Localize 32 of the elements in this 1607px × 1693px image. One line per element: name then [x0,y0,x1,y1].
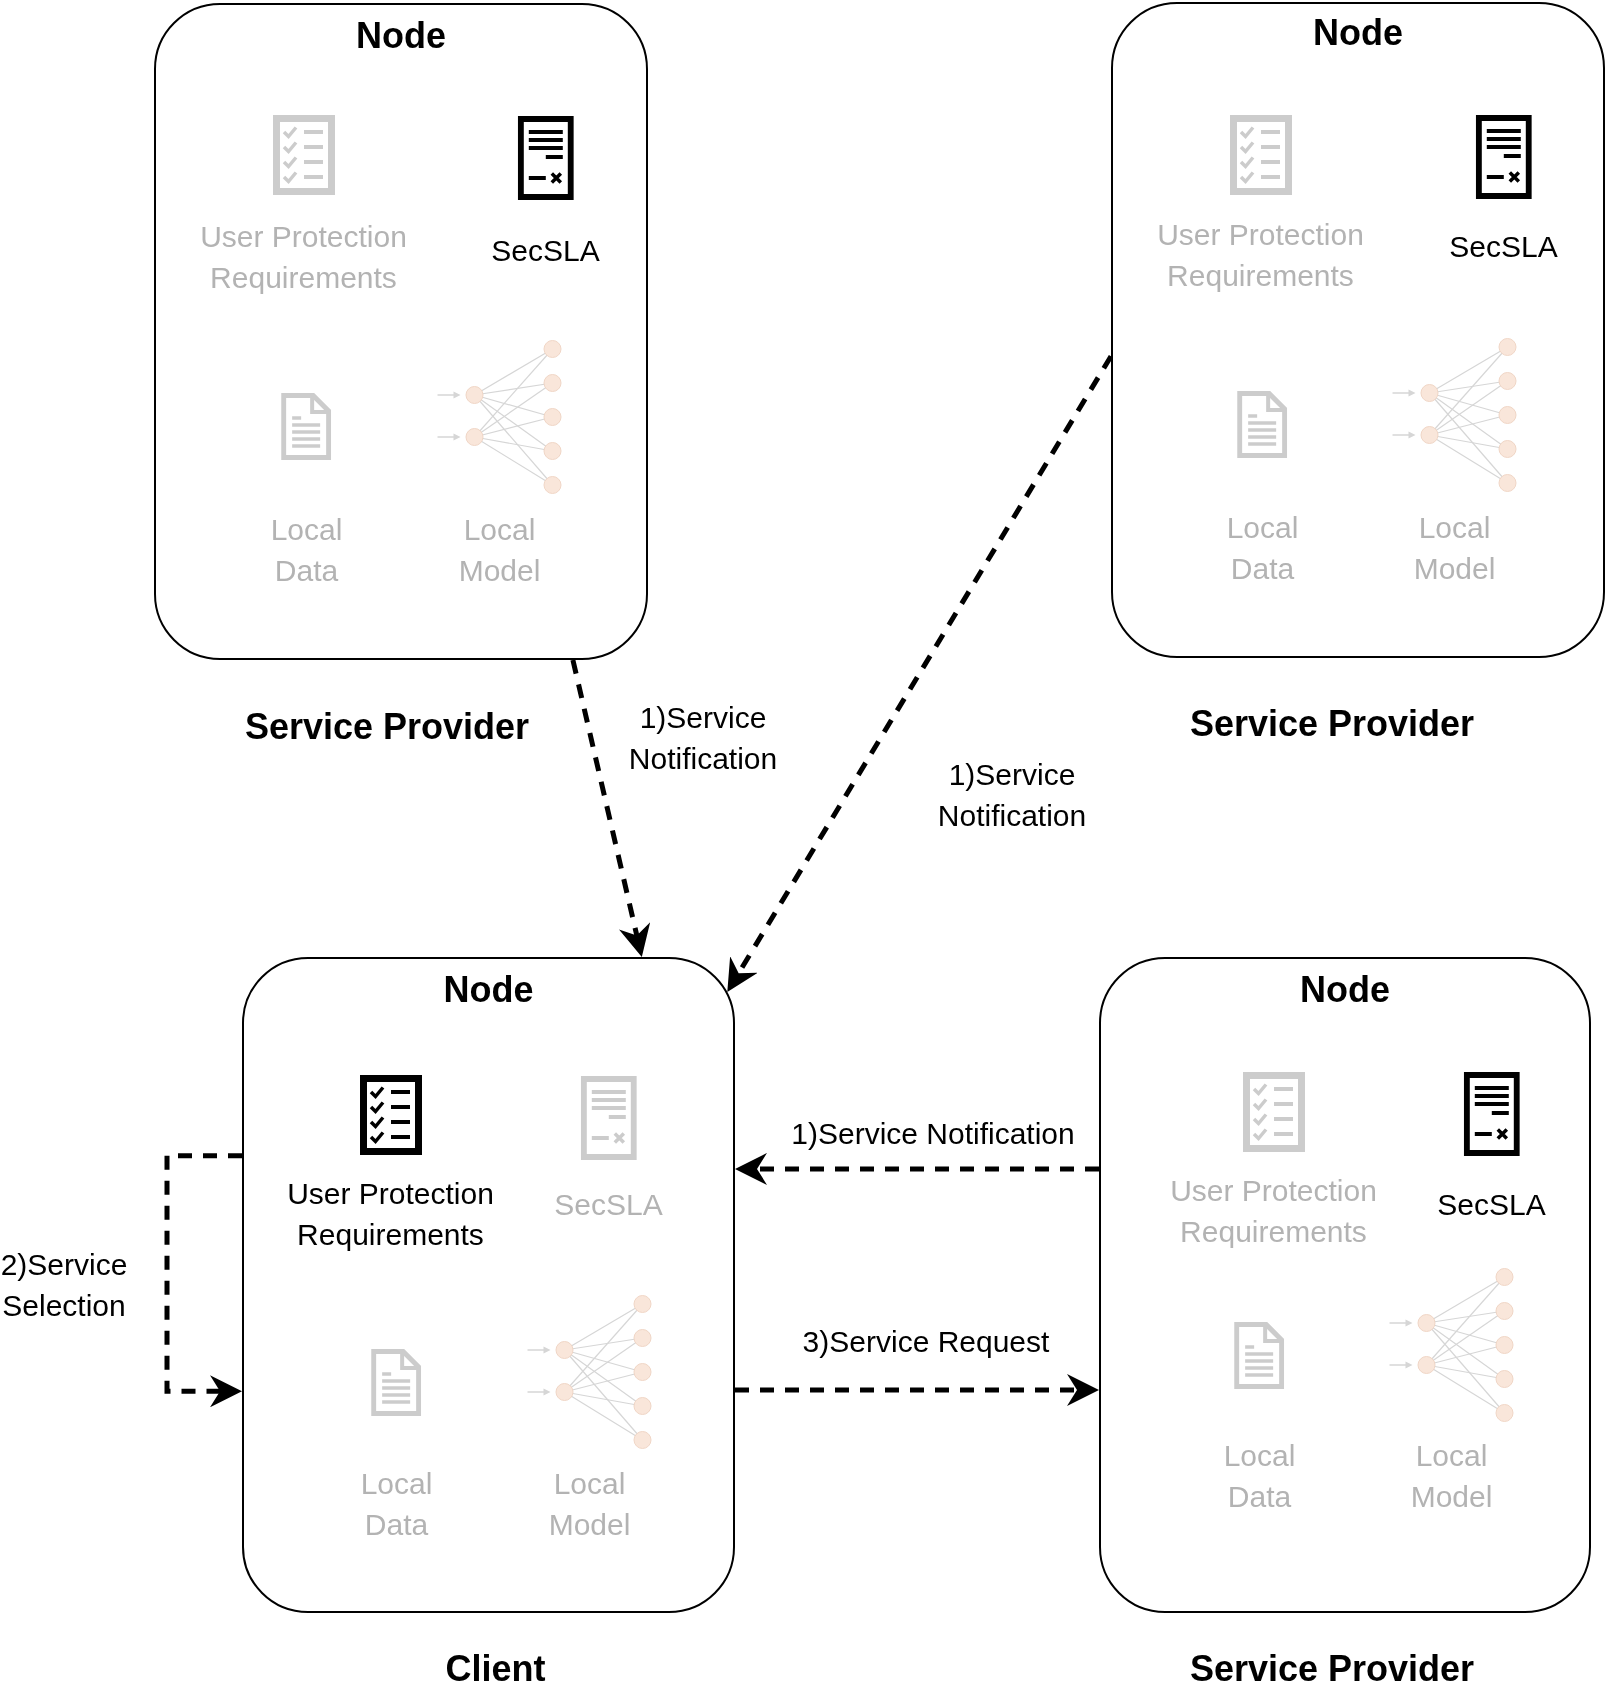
node-panel [242,957,735,1613]
item-label: SecSLA [1449,228,1558,265]
node-panel [154,3,648,660]
role-label: Service Provider [244,706,530,748]
item-label: Local Model [1410,1437,1493,1515]
panel-title: Node [1313,11,1403,54]
role-label: Service Provider [1189,703,1475,745]
node-panel [1099,957,1591,1613]
dashed-arrow [164,1153,242,1408]
item-label: SecSLA [491,232,600,269]
item-label: Local Data [1226,509,1299,587]
panel-title: Node [356,14,446,57]
dashed-arrow [735,1374,1099,1406]
item-label: User Protection Requirements [1156,216,1365,294]
item-label: SecSLA [1437,1186,1546,1223]
panel-title: Node [443,968,534,1011]
item-label: Local Model [458,511,541,589]
item-label: User Protection Requirements [199,218,408,296]
item-label: Local Model [548,1465,631,1543]
role-label: Service Provider [1189,1648,1475,1690]
panel-title: Node [1300,968,1390,1011]
dashed-arrow [735,1152,1099,1185]
dashed-arrow [570,659,651,957]
item-label: Local Data [360,1465,433,1543]
node-panel [1111,2,1605,658]
item-label: Local Data [270,511,343,589]
item-label: SecSLA [554,1186,663,1223]
item-label: Local Data [1223,1437,1296,1515]
role-label: Client [445,1648,546,1690]
item-label: User Protection Requirements [1169,1172,1378,1250]
item-label: Local Model [1413,509,1496,587]
item-label: User Protection Requirements [286,1175,495,1253]
